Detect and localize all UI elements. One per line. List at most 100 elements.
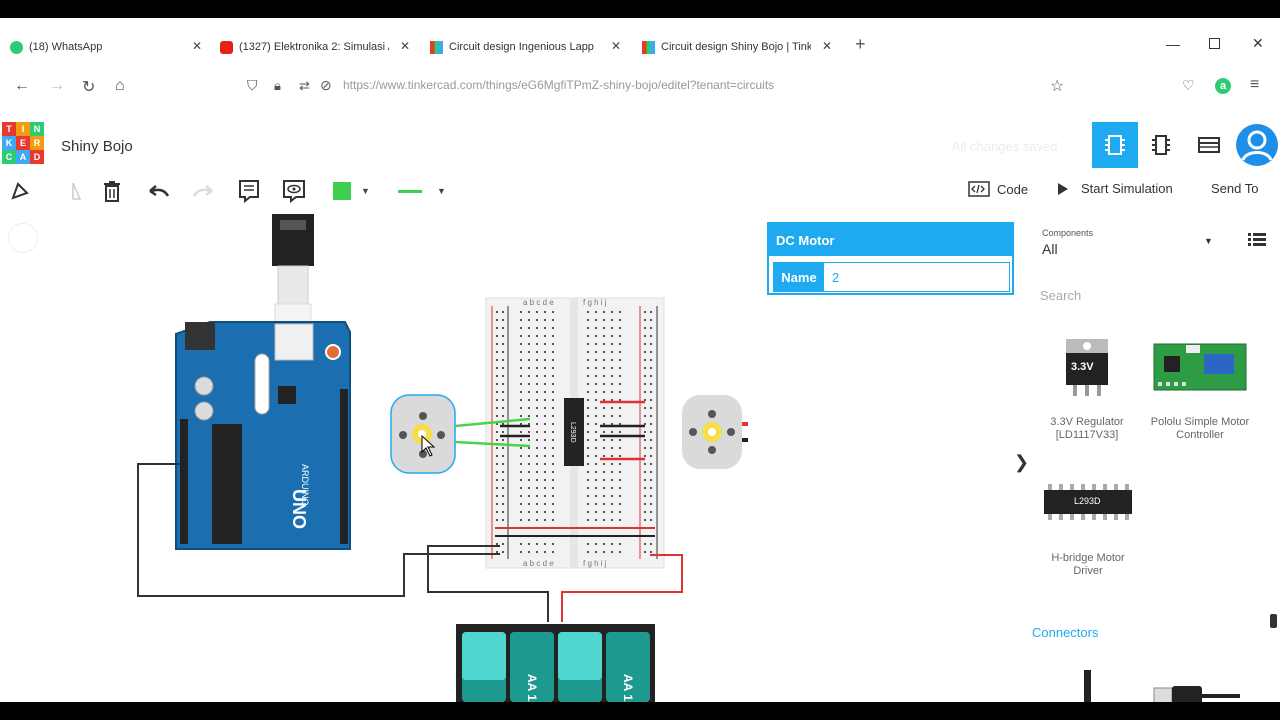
name-field-value[interactable]: 2 xyxy=(832,270,840,285)
breadboard-hole xyxy=(552,311,554,313)
address-bar[interactable]: https://www.tinkercad.com/things/eG6Mgfi… xyxy=(343,78,775,92)
schematic-view-button[interactable] xyxy=(1138,122,1184,168)
component-item-pololu[interactable]: Pololu Simple Motor Controller xyxy=(1151,342,1249,446)
tab-circuit-shiny-bojo[interactable]: Circuit design Shiny Bojo | Tink ✕ xyxy=(642,36,832,58)
arduino-uno-board[interactable]: ARDUINO UNO xyxy=(175,321,351,550)
usb-connector-image[interactable] xyxy=(1152,684,1242,702)
breadboard-hole xyxy=(603,319,605,321)
circuit-view-button[interactable] xyxy=(1092,122,1138,168)
notes-visibility-button[interactable] xyxy=(281,178,307,204)
breadboard-hole xyxy=(650,319,652,321)
redo-button[interactable] xyxy=(190,178,216,204)
close-icon[interactable]: ✕ xyxy=(191,39,202,53)
breadboard-hole xyxy=(552,399,554,401)
breadboard-hole xyxy=(528,455,530,457)
breadboard-hole xyxy=(536,463,538,465)
navigation-bar: ← → ↻ ⌂ ⛉ 🔒︎ ⇄ ⊘ ☆ ♡ a ≡ xyxy=(0,70,1280,108)
breadboard-hole xyxy=(611,511,613,513)
breadboard-hole xyxy=(536,407,538,409)
breadboard-hole xyxy=(496,343,498,345)
bookmark-star-icon[interactable]: ☆ xyxy=(1050,78,1065,95)
reload-icon[interactable]: ↻ xyxy=(82,79,96,96)
home-icon[interactable]: ⌂ xyxy=(115,77,125,94)
tab-youtube[interactable]: (1327) Elektronika 2: Simulasi A ✕ xyxy=(220,36,410,58)
collapse-panel-arrow[interactable]: ❯ xyxy=(1014,452,1030,472)
name-field[interactable]: Name 2 xyxy=(773,262,1010,292)
send-to-button[interactable]: Send To xyxy=(1211,181,1258,196)
color-picker[interactable]: ▼ xyxy=(330,178,380,204)
menu-icon[interactable]: ≡ xyxy=(1250,76,1260,93)
shield-icon[interactable]: ⛉ xyxy=(247,77,258,93)
breadboard-hole xyxy=(544,311,546,313)
breadboard-hole xyxy=(587,503,589,505)
forward-icon[interactable]: → xyxy=(49,77,65,94)
close-icon[interactable]: ✕ xyxy=(610,39,621,53)
breadboard-hole xyxy=(603,311,605,313)
panel-scrollbar[interactable] xyxy=(1270,614,1277,628)
code-button[interactable]: Code xyxy=(968,181,1028,197)
breadboard-hole xyxy=(587,351,589,353)
components-filter-select[interactable]: All xyxy=(1042,241,1058,257)
component-item-regulator[interactable]: 3.3V 3.3V Regulator [LD1117V33] xyxy=(1046,336,1128,446)
project-title[interactable]: Shiny Bojo xyxy=(61,138,133,155)
breadboard-hole xyxy=(644,319,646,321)
breadboard-hole xyxy=(520,343,522,345)
dc-motor-1[interactable] xyxy=(390,394,456,474)
component-inspector: DC Motor Name 2 xyxy=(767,222,1014,295)
connectors-section-title[interactable]: Connectors xyxy=(1032,625,1099,640)
wire-type-picker[interactable]: ▼ xyxy=(395,178,447,204)
breadboard[interactable]: a b c d e f g h i j a b c d e f g h i j … xyxy=(485,297,665,569)
breadboard-hole xyxy=(552,415,554,417)
zoom-fit-button[interactable] xyxy=(8,223,38,253)
back-icon[interactable]: ← xyxy=(14,77,30,94)
usb-cable[interactable] xyxy=(272,214,314,333)
breadboard-hole xyxy=(650,343,652,345)
breadboard-hole xyxy=(552,383,554,385)
component-list-button[interactable] xyxy=(1186,122,1232,168)
permissions-icon[interactable]: ⇄ xyxy=(299,78,310,93)
tinkercad-logo[interactable]: T I N K E R C A D xyxy=(2,122,44,164)
notes-button[interactable] xyxy=(236,178,262,204)
l293d-chip[interactable] xyxy=(564,398,584,466)
lock-icon[interactable]: 🔒︎ xyxy=(274,78,281,93)
minimize-icon[interactable]: — xyxy=(1166,36,1180,52)
breadboard-hole xyxy=(603,367,605,369)
extension-icon[interactable]: a xyxy=(1215,78,1231,94)
breadboard-hole xyxy=(619,551,621,553)
breadboard-hole xyxy=(536,471,538,473)
breadboard-hole xyxy=(496,415,498,417)
avatar[interactable] xyxy=(1236,124,1278,166)
header-connector-image[interactable] xyxy=(1084,670,1091,702)
search-input[interactable]: Search xyxy=(1040,288,1082,303)
pocket-icon[interactable]: ♡ xyxy=(1182,77,1195,93)
battery-pack[interactable]: AA 1.5V AA 1.5V AS AS xyxy=(456,624,655,702)
new-tab-button[interactable]: + xyxy=(855,34,866,54)
breadboard-hole xyxy=(544,495,546,497)
window-close-icon[interactable]: ✕ xyxy=(1252,35,1264,51)
shape-tool-button[interactable] xyxy=(8,178,32,204)
breadboard-hole xyxy=(650,487,652,489)
tab-circuit-ingenious[interactable]: Circuit design Ingenious Lapp ✕ xyxy=(430,36,621,58)
breadboard-hole xyxy=(552,503,554,505)
breadboard-hole xyxy=(595,343,597,345)
restore-icon[interactable] xyxy=(1209,38,1220,49)
breadboard-hole xyxy=(520,327,522,329)
list-view-icon[interactable] xyxy=(1248,232,1266,251)
dc-motor-2[interactable] xyxy=(682,395,748,469)
rotate-button[interactable] xyxy=(62,178,84,204)
breadboard-hole xyxy=(611,359,613,361)
tracking-icon[interactable]: ⊘ xyxy=(320,77,332,93)
undo-button[interactable] xyxy=(146,178,172,204)
logo-letter: D xyxy=(30,150,44,164)
close-icon[interactable]: ✕ xyxy=(399,39,410,53)
circuit-canvas[interactable]: ARDUINO UNO a b c d e f g h i j a b c d … xyxy=(0,214,1030,702)
breadboard-hole xyxy=(528,391,530,393)
breadboard-hole xyxy=(603,479,605,481)
start-simulation-button[interactable]: Start Simulation xyxy=(1056,181,1173,196)
delete-button[interactable] xyxy=(100,178,124,204)
component-item-hbridge[interactable]: L293D H-bridge Motor Driver xyxy=(1042,482,1134,582)
tab-whatsapp[interactable]: (18) WhatsApp ✕ xyxy=(10,36,202,58)
chevron-down-icon[interactable]: ▼ xyxy=(1204,236,1213,246)
breadboard-hole xyxy=(619,415,621,417)
close-icon[interactable]: ✕ xyxy=(821,39,832,53)
